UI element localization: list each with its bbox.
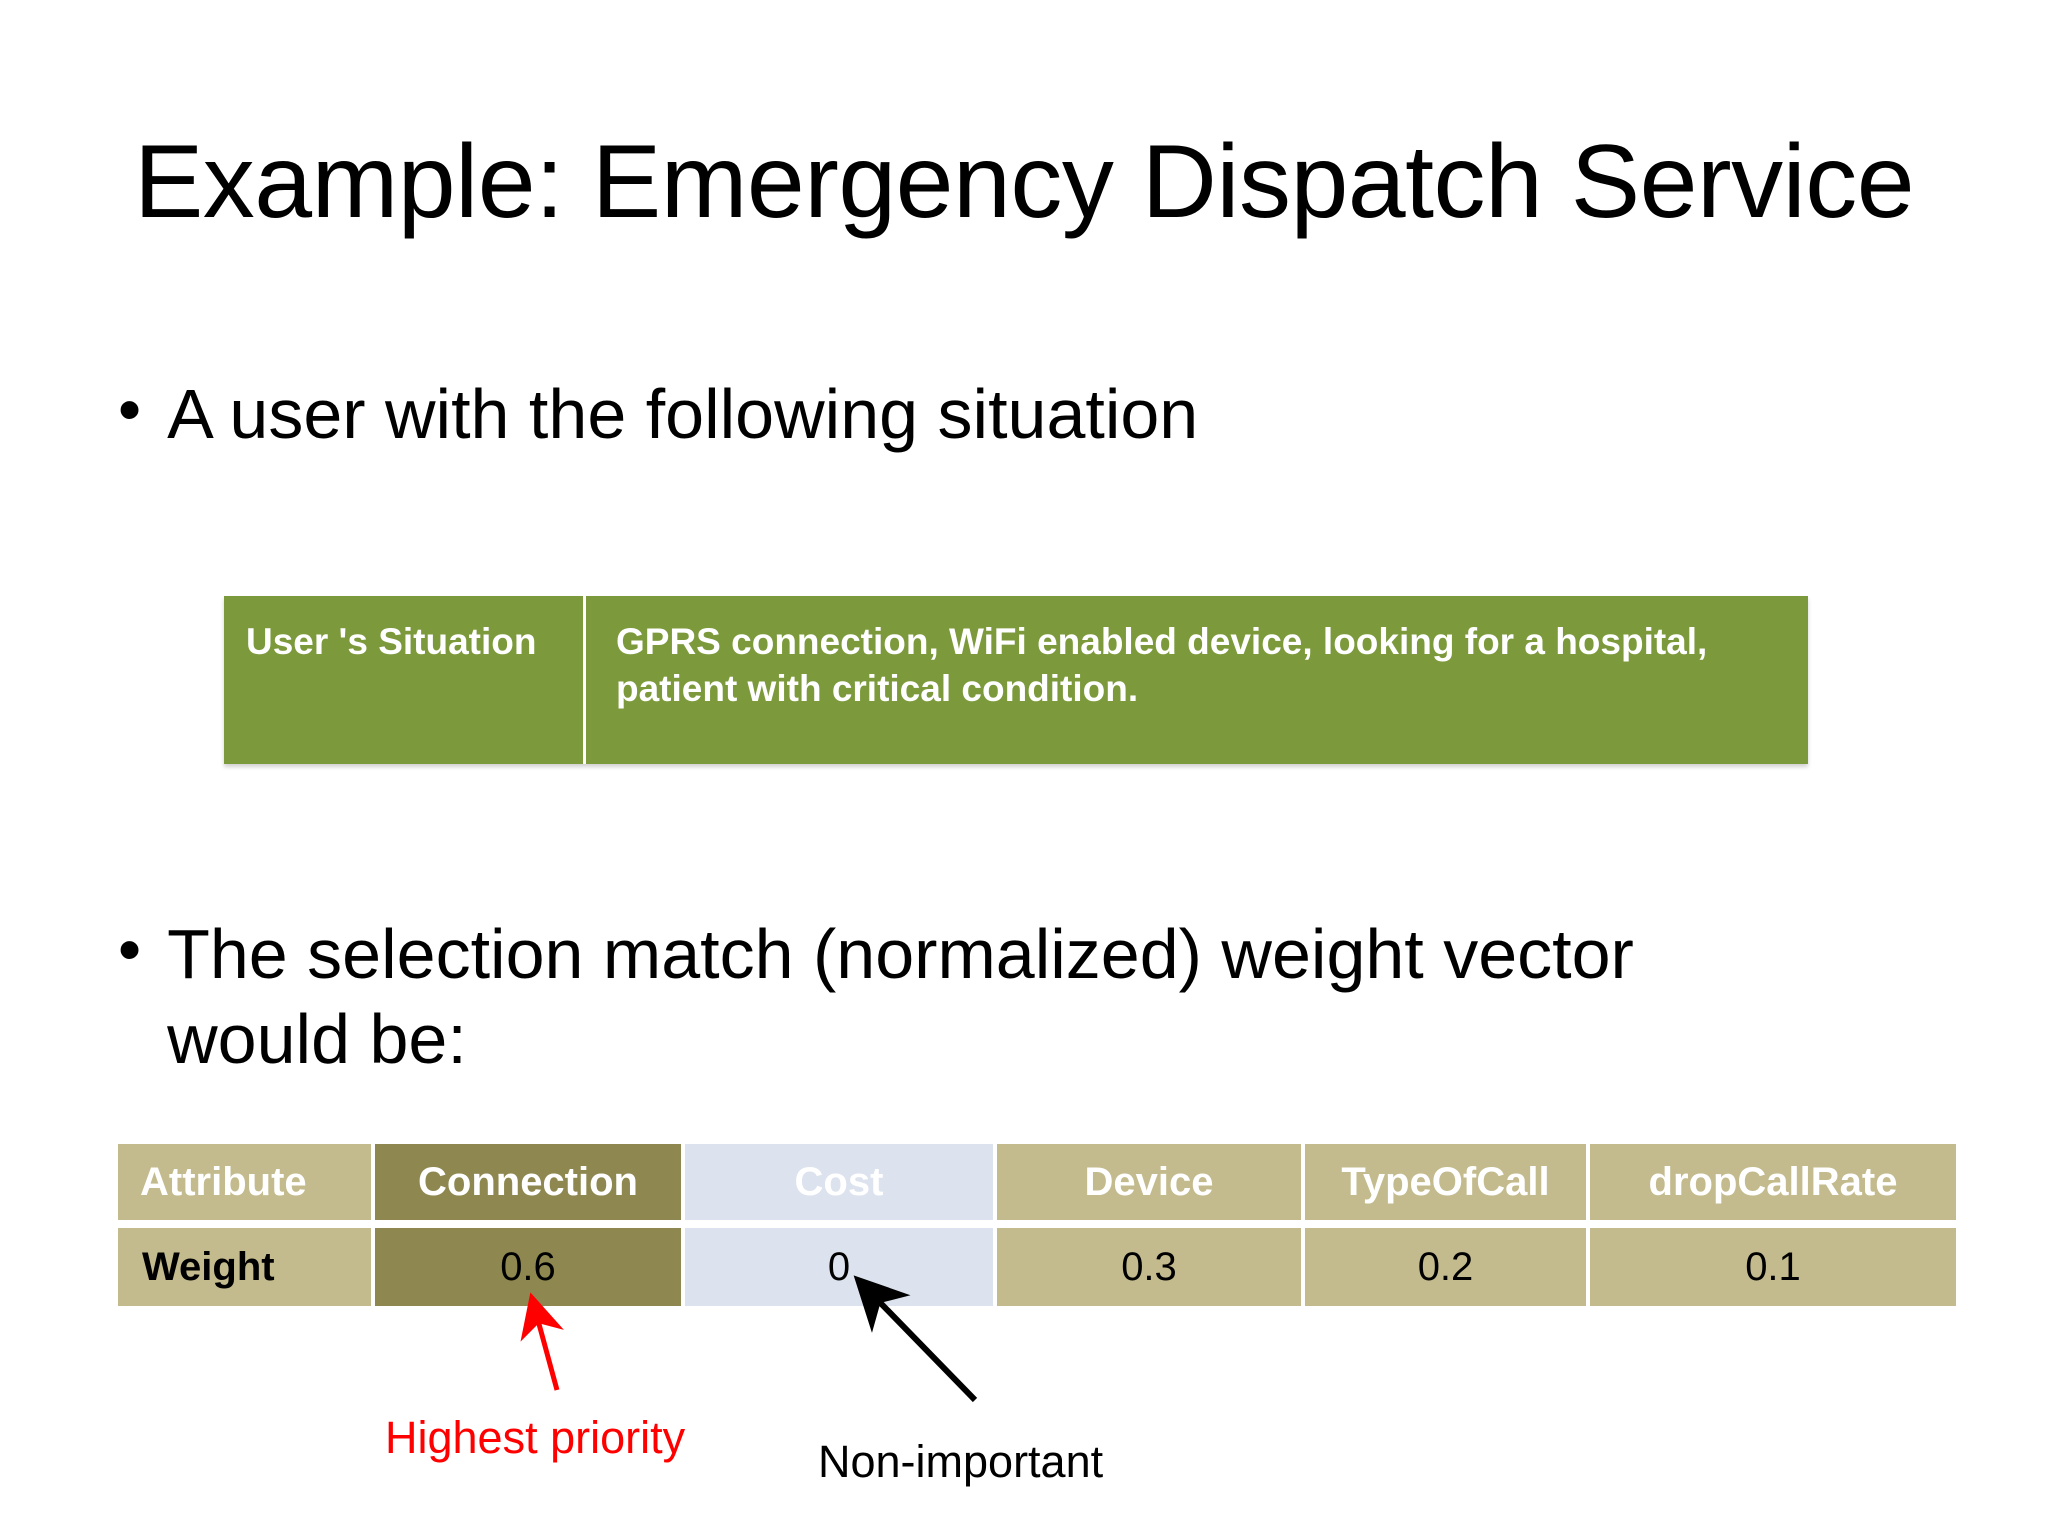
table-data-cell: 0.2 [1305, 1228, 1590, 1306]
bullet-marker-icon: • [118, 912, 142, 986]
table-header-cell: dropCallRate [1590, 1144, 1956, 1220]
table-header-cell: Device [997, 1144, 1305, 1220]
situation-value-cell: GPRS connection, WiFi enabled device, lo… [586, 596, 1808, 764]
bullet-item-weight-vector: • The selection match (normalized) weigh… [118, 912, 1738, 1083]
table-data-cell: 0.1 [1590, 1228, 1956, 1306]
bullet-marker-icon: • [118, 372, 142, 446]
table-data-cell: 0.6 [375, 1228, 685, 1306]
highest-priority-arrow [520, 1292, 564, 1391]
table-row-divider [118, 1220, 1956, 1228]
annotation-highest-priority: Highest priority [385, 1412, 686, 1463]
page-title: Example: Emergency Dispatch Service [133, 124, 1915, 240]
table-data-cell: 0.3 [997, 1228, 1305, 1306]
table-header-cell: Connection [375, 1144, 685, 1220]
situation-label-cell: User 's Situation [224, 596, 586, 764]
table-data-cell: Weight [118, 1228, 375, 1306]
bullet-text: The selection match (normalized) weight … [167, 915, 1634, 1079]
table-data-cell: 0 [685, 1228, 997, 1306]
bullet-text: A user with the following situation [167, 375, 1199, 453]
table-header-cell: Cost [685, 1144, 997, 1220]
annotation-non-important: Non-important [818, 1436, 1104, 1487]
user-situation-table: User 's Situation GPRS connection, WiFi … [224, 596, 1808, 764]
table-header-cell: TypeOfCall [1305, 1144, 1590, 1220]
bullet-item-situation: • A user with the following situation [118, 372, 1818, 457]
table-header-cell: Attribute [118, 1144, 375, 1220]
